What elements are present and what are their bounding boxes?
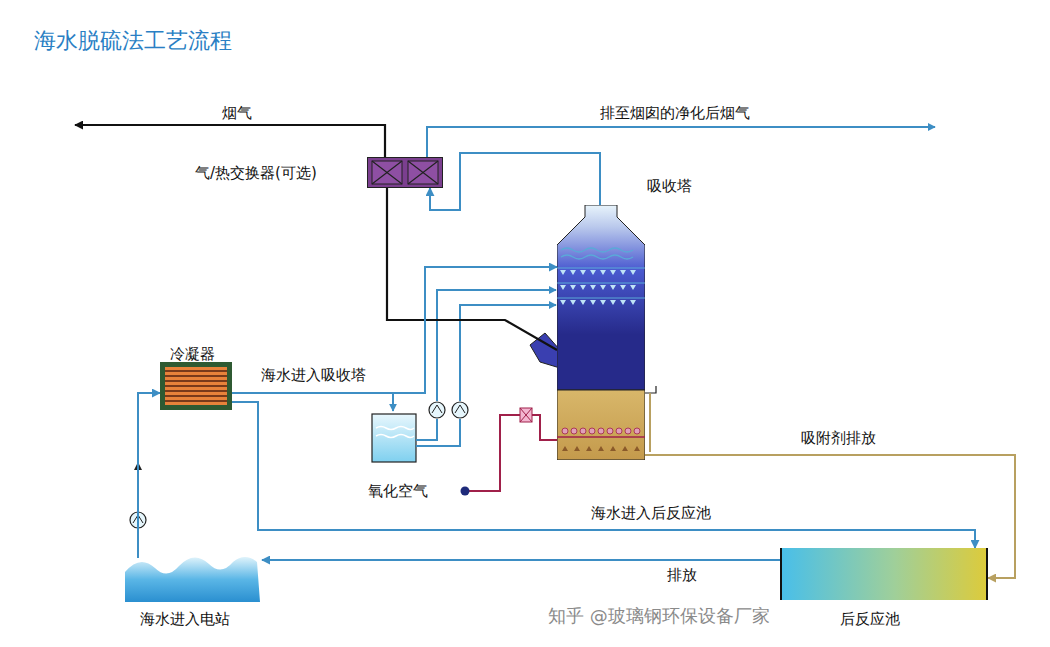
node-label: 气/热交换器(可选) — [195, 164, 317, 182]
flue-gas-label: 烟气 — [222, 104, 252, 122]
heat-exchanger: 气/热交换器(可选) — [367, 157, 443, 188]
seawater-source: 海水进入电站 — [120, 552, 262, 602]
flow-connector — [138, 393, 160, 558]
edge-label: 海水进入后反应池 — [588, 504, 714, 522]
node-label: 冷凝器 — [170, 345, 215, 363]
edge-label: 吸附剂排放 — [798, 429, 879, 447]
watermark: 知乎 @玻璃钢环保设备厂家 — [548, 605, 770, 627]
condenser: 冷凝器 — [160, 362, 232, 410]
edge-label: 排放 — [664, 566, 700, 584]
flow-connector — [262, 559, 780, 561]
post-reaction-pond: 后反应池 — [780, 548, 988, 600]
node-label: 后反应池 — [840, 610, 900, 628]
clean-gas-label: 排至烟囱的净化后烟气 — [600, 104, 750, 122]
absorption-tower: 吸收塔 — [557, 205, 645, 460]
edge-label: 海水进入吸收塔 — [258, 366, 369, 384]
node-label: 海水进入电站 — [140, 610, 230, 628]
flow-connector — [387, 188, 557, 350]
node-label: 吸收塔 — [647, 177, 692, 195]
diagram-title: 海水脱硫法工艺流程 — [34, 26, 232, 56]
flow-connector — [232, 267, 557, 393]
flow-connector — [430, 153, 600, 210]
oxidation-air-label: 氧化空气 — [368, 482, 428, 500]
